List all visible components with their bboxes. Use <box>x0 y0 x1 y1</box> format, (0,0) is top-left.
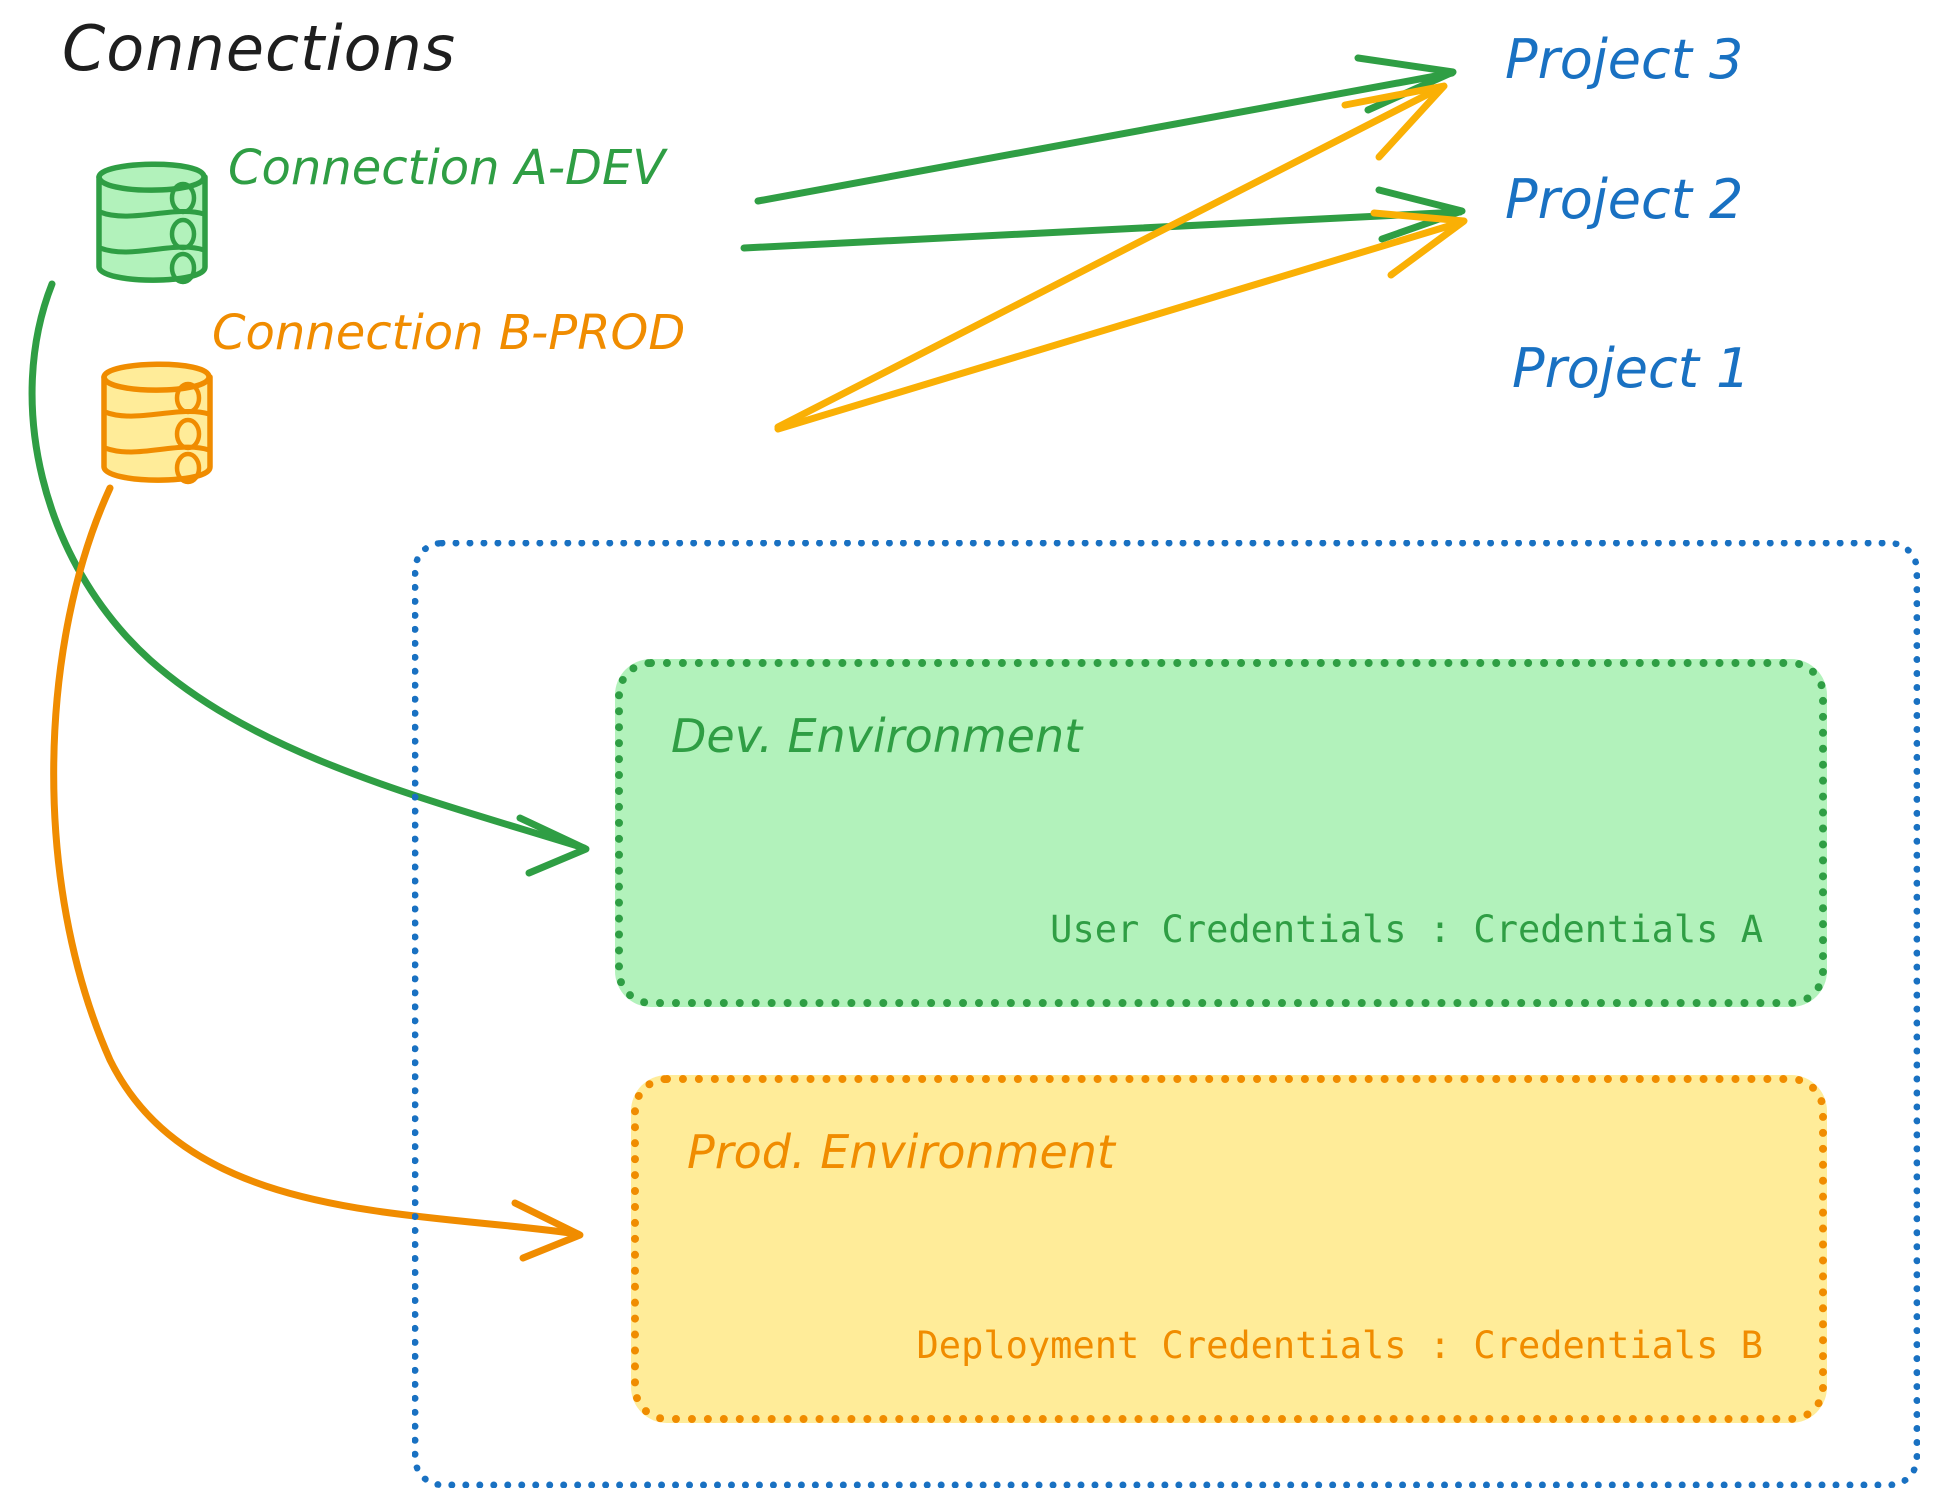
edge-a-to-project3 <box>754 54 1457 205</box>
project-3-label[interactable]: Project 3 <box>1505 28 1744 91</box>
project-1-container: Dev. Environment User Credentials : Cred… <box>412 540 1920 1488</box>
project-2-label[interactable]: Project 2 <box>1505 168 1744 231</box>
edge-b-to-project2 <box>774 209 1468 433</box>
dev-environment-title: Dev. Environment <box>671 709 1083 763</box>
dev-environment-box[interactable]: Dev. Environment User Credentials : Cred… <box>615 659 1827 1007</box>
dev-environment-credentials: User Credentials : Credentials A <box>1050 908 1763 951</box>
edge-a-to-project2 <box>740 186 1466 252</box>
database-icon-conn-b <box>101 361 213 485</box>
prod-environment-box[interactable]: Prod. Environment Deployment Credentials… <box>631 1075 1827 1423</box>
connection-a-dev-label[interactable]: Connection A-DEV <box>228 140 666 196</box>
prod-environment-title: Prod. Environment <box>687 1125 1115 1179</box>
edge-b-to-project3 <box>774 82 1448 431</box>
edge-b-to-prod-env <box>50 484 584 1262</box>
prod-environment-credentials: Deployment Credentials : Credentials B <box>916 1324 1763 1367</box>
page-title: Connections <box>62 12 457 85</box>
database-icon-conn-a <box>96 161 208 285</box>
connection-b-prod-label[interactable]: Connection B-PROD <box>212 305 686 361</box>
project-1-label[interactable]: Project 1 <box>1512 337 1751 400</box>
edge-a-to-dev-env <box>28 280 590 877</box>
